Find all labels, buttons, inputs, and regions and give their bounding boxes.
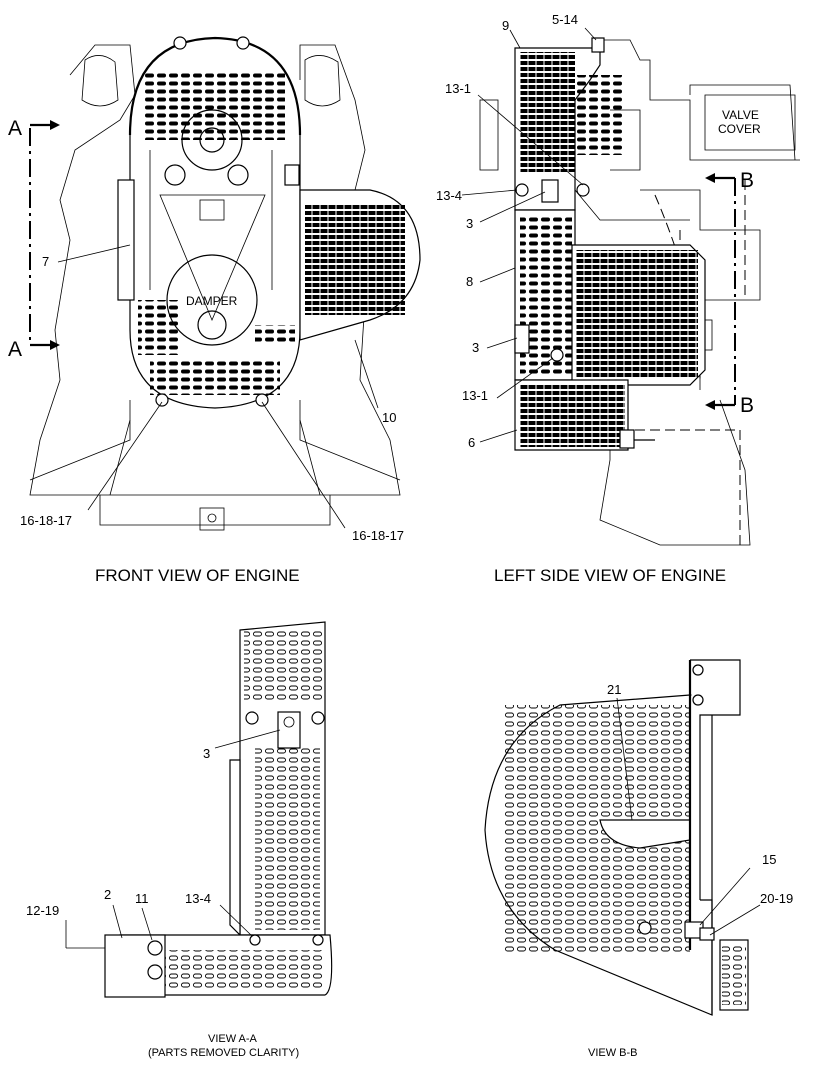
callout-20-19: 20-19 (760, 891, 793, 906)
callout-5-14: 5-14 (552, 12, 578, 27)
callout-3-aa: 3 (203, 746, 210, 761)
callout-2: 2 (104, 887, 111, 902)
callout-13-1-top: 13-1 (445, 81, 471, 96)
callout-11: 11 (135, 891, 149, 906)
view-aa-subcaption: (PARTS REMOVED CLARITY) (148, 1047, 299, 1059)
section-b-top-label: B (740, 169, 754, 192)
bb-bracket (688, 659, 749, 1015)
valve-cover-label-line2: COVER (718, 122, 761, 136)
left-upper-guard (514, 47, 625, 211)
callout-13-4-aa: 13-4 (185, 891, 211, 906)
front-engine-outline (29, 44, 401, 531)
aa-guard-plate (104, 621, 333, 998)
callout-6: 6 (468, 435, 475, 450)
left-view-caption: LEFT SIDE VIEW OF ENGINE (494, 566, 726, 585)
front-cover-oval: DAMPER (128, 36, 302, 409)
callout-7: 7 (42, 254, 49, 269)
left-large-guard (571, 244, 706, 386)
section-a-top-label: A (8, 117, 22, 140)
section-a-bottom-label: A (8, 338, 22, 361)
view-aa-caption: VIEW A-A (208, 1033, 258, 1045)
callout-10: 10 (382, 410, 396, 425)
callout-13-4: 13-4 (436, 188, 462, 203)
callout-15: 15 (762, 852, 776, 867)
left-side-view: VALVE COVER (436, 12, 800, 585)
section-b-marker: B B (705, 169, 754, 417)
view-bb-caption: VIEW B-B (588, 1047, 638, 1059)
left-middle-guard (514, 209, 576, 381)
section-b-bottom-label: B (740, 394, 754, 417)
callout-9: 9 (502, 18, 509, 33)
damper-label: DAMPER (186, 294, 238, 308)
callout-3-lower: 3 (472, 340, 479, 355)
bb-guard (484, 694, 713, 1016)
left-lower-guard (514, 379, 629, 451)
front-right-guard (299, 189, 421, 341)
view-aa: 3 2 11 12-19 13-4 VIEW A-A (PARTS REMOVE… (26, 621, 333, 1059)
callout-13-1-lower: 13-1 (462, 388, 488, 403)
view-bb: 21 15 20-19 VIEW B-B (484, 659, 793, 1059)
callout-21: 21 (607, 682, 621, 697)
valve-cover-label-line1: VALVE (722, 108, 759, 122)
front-view: DAMPER A A 7 10 16-18-17 1 (8, 36, 421, 585)
front-view-caption: FRONT VIEW OF ENGINE (95, 566, 300, 585)
callout-8: 8 (466, 274, 473, 289)
callout-3-upper: 3 (466, 216, 473, 231)
callout-16-18-17-right: 16-18-17 (352, 528, 404, 543)
callout-12-19: 12-19 (26, 903, 59, 918)
section-a-marker: A A (8, 117, 60, 361)
callout-16-18-17-left: 16-18-17 (20, 513, 72, 528)
